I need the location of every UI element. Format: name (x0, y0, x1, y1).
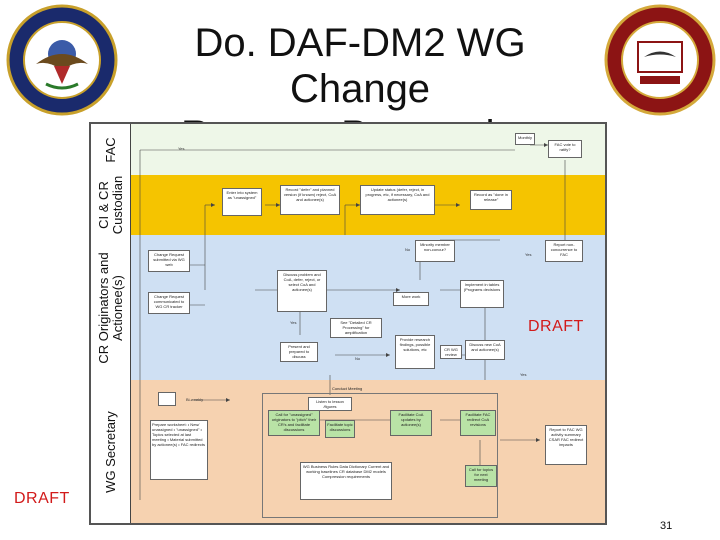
label-yes-3: Yes (520, 372, 527, 377)
box-report-nonconcur: Report non-concurrence to FAC (545, 240, 583, 262)
box-listen-lesson: Listen to lesson /figures (308, 397, 352, 411)
box-minority-member: Minority member non-concur? (415, 240, 455, 262)
box-cr-submitted: Change Request submitted via WG web (148, 250, 190, 272)
box-more-work: More work (393, 292, 429, 306)
draft-watermark-right: DRAFT (528, 318, 584, 335)
swimlane-frame (89, 122, 607, 525)
box-fac-vote: FAC vote to ratify? (548, 140, 582, 158)
box-report-to-fac: Report to FAC WG activity summary CSAR F… (545, 425, 587, 465)
dod-seal-logo (6, 4, 118, 116)
box-discuss-new-coa: Discuss new CoA and actionee(s) (465, 340, 505, 360)
box-provide-research: Provide research findings, possible solu… (395, 335, 435, 369)
box-monthly: Monthly (515, 133, 535, 145)
dod-cio-seal-logo (604, 4, 716, 116)
box-cr-wg-review: CR WG review (440, 345, 462, 359)
box-call-topics: Call for topics for next meeting (465, 465, 497, 487)
lane-label-originators: CR Originators and Actionee(s) (91, 235, 131, 380)
box-business-rules: WG Business Rules Data Dictionary Curren… (300, 462, 392, 500)
label-yes-1: Yes (290, 320, 297, 325)
lane-label-fac: FAC (91, 124, 131, 175)
label-biweekly: Bi-weekly (186, 397, 204, 402)
label-yes-2: Yes (525, 252, 532, 257)
lane-label-wg-secretary: WG Secretary (91, 380, 131, 523)
box-meeting-container (262, 393, 498, 518)
lane-label-ci-cr: CI & CR Custodian (91, 175, 131, 235)
lane-cr-originators (131, 235, 605, 380)
box-prepare-worksheet: Prepare worksheet: • New/ unassigned • "… (150, 420, 208, 480)
page-number: 31 (660, 520, 673, 532)
box-facilitate-coa: Facilitate CoA updates by actionee(s) (390, 410, 432, 436)
lane-fac (131, 124, 605, 175)
label-yes-fac: Yes (178, 146, 185, 151)
box-implement: Implement in tables (Programs decisions (460, 280, 504, 308)
label-no-1: No (405, 247, 411, 252)
box-biweekly-icon (158, 392, 176, 406)
box-enter-system: Enter into system as "unassigned" (222, 188, 262, 216)
box-conduct-meeting: Conduct Meeting (332, 386, 363, 391)
box-facilitate-topic: Facilitate topic discussions (325, 420, 355, 438)
box-cr-communicated: Change Request communicated to WG CR tra… (148, 292, 190, 314)
box-discuss-problem: Discuss problem and CoA, defer, reject, … (277, 270, 327, 312)
title-line-1: Do. DAF-DM2 WG Change (194, 21, 526, 111)
draft-watermark-left: DRAFT (14, 490, 70, 507)
box-update-status: Update status (defer, reject, in progres… (360, 185, 435, 215)
box-record-done: Record as "done in release" (470, 190, 512, 210)
box-record-defer: Record "defer" and planned version (if k… (280, 185, 340, 215)
box-call-unassigned: Call for "unassigned" originators to "pi… (268, 410, 320, 436)
box-present-prepared: Present and prepared to discuss (280, 342, 318, 362)
box-see-detailed: See "Detailed CR Processing" for amplifi… (330, 318, 382, 338)
label-no-2: No (355, 356, 361, 361)
box-facilitate-fac-redirect: Facilitate FAC redirect CoA revisions (460, 410, 496, 436)
